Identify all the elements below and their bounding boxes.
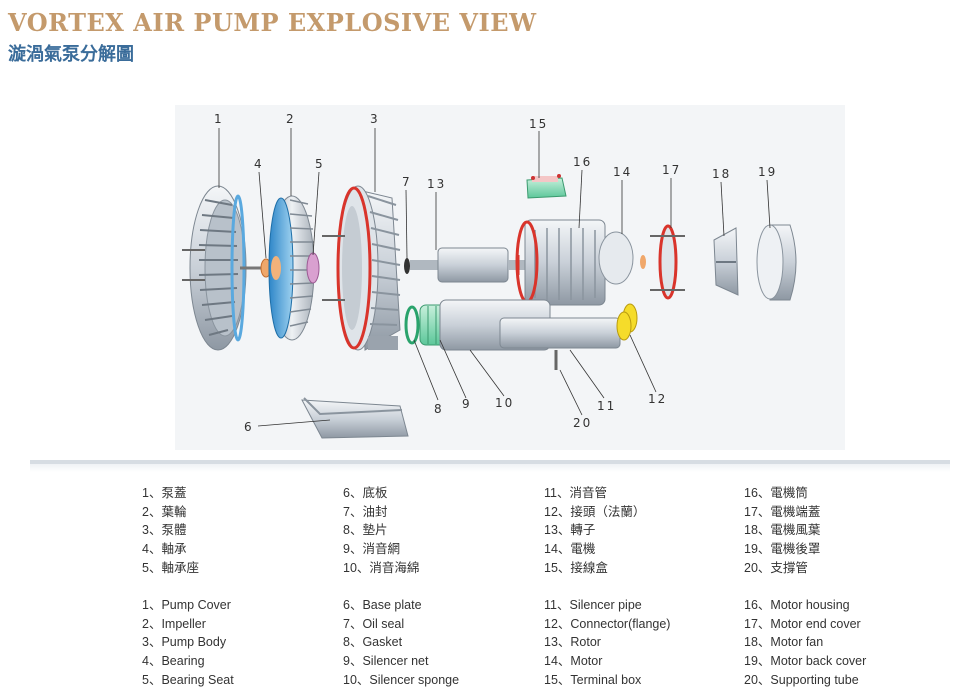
callout-20: 20 xyxy=(573,416,592,430)
callout-15: 15 xyxy=(529,117,548,131)
callout-10: 10 xyxy=(495,396,514,410)
legend-zh-col-1: 1、泵蓋 2、葉輪 3、泵體 4、軸承 5、軸承座 xyxy=(142,484,199,577)
base-plate-part xyxy=(301,397,409,439)
callout-3: 3 xyxy=(370,112,380,126)
legend-en-col-1: 1、Pump Cover 2、Impeller 3、Pump Body 4、Be… xyxy=(142,596,234,689)
legend-item: 18、Motor fan xyxy=(744,635,824,650)
legend-item: 20、Supporting tube xyxy=(744,672,859,687)
legend-item: 16、Motor housing xyxy=(744,598,850,612)
legend-item: 5、Bearing Seat xyxy=(142,672,234,687)
motor-fan-part xyxy=(713,227,739,296)
legend-item: 5、軸承座 xyxy=(142,560,199,575)
legend-item: 6、底板 xyxy=(343,486,388,500)
legend-item: 9、消音網 xyxy=(343,542,400,557)
legend-item: 3、泵體 xyxy=(142,523,187,538)
bearing-seat-part xyxy=(306,252,320,284)
callout-5: 5 xyxy=(315,157,325,171)
legend-en-col-2: 6、Base plate 7、Oil seal 8、Gasket 9、Silen… xyxy=(343,596,459,689)
legend-zh-col-4: 16、電機筒 17、電機端蓋 18、電機風葉 19、電機後罩 20、支撐管 xyxy=(744,484,820,577)
pump-cover-part xyxy=(182,185,262,351)
impeller-part xyxy=(268,195,315,341)
legend-item: 12、接頭（法蘭） xyxy=(544,504,646,519)
legend-zh-col-3: 11、消音管 12、接頭（法蘭） 13、轉子 14、電機 15、接線盒 xyxy=(544,484,645,577)
callout-18: 18 xyxy=(712,167,731,181)
legend-item: 2、葉輪 xyxy=(142,504,187,519)
legend-item: 12、Connector(flange) xyxy=(544,616,671,631)
legend-item: 11、Silencer pipe xyxy=(544,598,642,612)
callout-17: 17 xyxy=(662,163,681,177)
legend-item: 4、Bearing xyxy=(142,654,205,669)
legend-item: 19、電機後罩 xyxy=(744,542,821,557)
oil-seal-part xyxy=(404,258,410,274)
legend-item: 17、電機端蓋 xyxy=(744,504,821,519)
motor-end-cover-part xyxy=(640,224,685,300)
callout-7: 7 xyxy=(402,175,412,189)
section-divider xyxy=(30,460,950,472)
callout-14: 14 xyxy=(613,165,632,179)
exploded-view-diagram: 1 2 3 4 5 6 7 13 15 16 14 17 18 19 8 9 1… xyxy=(175,105,845,450)
legend-item: 7、油封 xyxy=(343,504,388,519)
callout-2: 2 xyxy=(286,112,296,126)
legend-item: 16、電機筒 xyxy=(744,486,808,500)
callout-1: 1 xyxy=(214,112,224,126)
legend-item: 8、Gasket xyxy=(343,635,403,650)
legend-item: 4、軸承 xyxy=(142,542,187,557)
legend-zh-col-2: 6、底板 7、油封 8、墊片 9、消音網 10、消音海綿 xyxy=(343,484,419,577)
legend-item: 13、Rotor xyxy=(544,635,601,650)
legend-item: 2、Impeller xyxy=(142,616,206,631)
legend-item: 19、Motor back cover xyxy=(744,654,867,669)
legend-item: 20、支撐管 xyxy=(744,560,808,575)
callout-4: 4 xyxy=(254,157,264,171)
motor-part xyxy=(515,219,634,306)
legend-item: 14、電機 xyxy=(544,542,596,557)
legend-item: 15、Terminal box xyxy=(544,672,642,687)
legend-item: 10、消音海綿 xyxy=(343,560,420,575)
legend-item: 7、Oil seal xyxy=(343,616,405,631)
legend-item: 1、泵蓋 xyxy=(142,486,187,500)
title-chinese: 漩渦氣泵分解圖 xyxy=(8,44,134,65)
callout-6: 6 xyxy=(244,420,254,434)
callout-19: 19 xyxy=(758,165,777,179)
legend-item: 3、Pump Body xyxy=(142,635,227,650)
legend-en-col-4: 16、Motor housing 17、Motor end cover 18、M… xyxy=(744,596,866,689)
motor-back-cover-part xyxy=(756,224,797,301)
legend-item: 9、Silencer net xyxy=(343,654,429,669)
legend-item: 14、Motor xyxy=(544,654,603,669)
callout-9: 9 xyxy=(462,397,472,411)
title-english: VORTEX AIR PUMP EXPLOSIVE VIEW xyxy=(8,8,537,37)
terminal-box-part xyxy=(526,174,567,199)
callout-8: 8 xyxy=(434,402,444,416)
legend-en-col-3: 11、Silencer pipe 12、Connector(flange) 13… xyxy=(544,596,670,689)
legend-item: 17、Motor end cover xyxy=(744,616,861,631)
legend-item: 13、轉子 xyxy=(544,523,596,538)
legend-item: 1、Pump Cover xyxy=(142,598,231,612)
legend-item: 11、消音管 xyxy=(544,486,607,500)
leader-lines xyxy=(218,128,771,427)
legend-item: 6、Base plate xyxy=(343,598,422,612)
callout-11: 11 xyxy=(597,399,616,413)
silencer-assembly xyxy=(404,299,638,370)
legend-item: 18、電機風葉 xyxy=(744,523,821,538)
callout-13: 13 xyxy=(427,177,446,191)
legend-item: 10、Silencer sponge xyxy=(343,672,460,687)
legend-item: 15、接線盒 xyxy=(544,560,608,575)
callout-16: 16 xyxy=(573,155,592,169)
pump-body-part xyxy=(322,185,401,351)
legend-item: 8、墊片 xyxy=(343,523,388,538)
callout-12: 12 xyxy=(648,392,667,406)
